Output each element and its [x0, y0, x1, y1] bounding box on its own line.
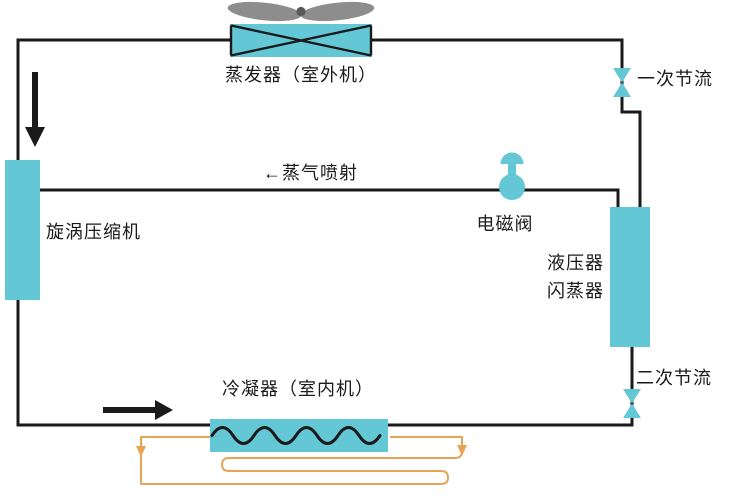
condenser-label: 冷凝器（室内机） — [222, 379, 374, 399]
flow-arrow-right-icon — [103, 400, 173, 420]
secondary-throttle-label: 二次节流 — [636, 368, 712, 388]
evaporator-coil-x — [229, 24, 373, 57]
fan-icon — [227, 1, 375, 22]
compressor-box — [5, 160, 40, 300]
coil-arrow-down-right-icon — [457, 445, 467, 456]
condenser-box — [210, 419, 388, 452]
coil-arrow-down-left-icon — [136, 446, 146, 457]
vapor-injection-pipe — [40, 188, 620, 210]
flow-arrow-down-icon — [25, 72, 45, 147]
evaporator-label: 蒸发器（室外机） — [225, 65, 377, 85]
solenoid-valve-label: 电磁阀 — [476, 214, 534, 234]
compressor-label: 旋涡压缩机 — [46, 222, 141, 242]
vapor-injection-label: ←蒸气喷射 — [263, 163, 358, 183]
solenoid-valve-icon — [499, 152, 525, 200]
fan-hub — [296, 6, 306, 17]
fan-blade-right — [300, 1, 375, 22]
fan-blade-left — [227, 1, 302, 22]
secondary-throttle-valve-icon — [623, 389, 641, 418]
flash-tank-label-line2: 闪蒸器 — [547, 281, 604, 301]
primary-throttle-valve-icon — [613, 68, 631, 97]
primary-throttle-label: 一次节流 — [637, 69, 713, 89]
condenser-coil-wave — [210, 426, 382, 445]
floor-heating-coil — [140, 436, 463, 485]
flash-tank-box — [610, 207, 650, 347]
flash-tank-label-line1: 液压器 — [547, 253, 604, 273]
